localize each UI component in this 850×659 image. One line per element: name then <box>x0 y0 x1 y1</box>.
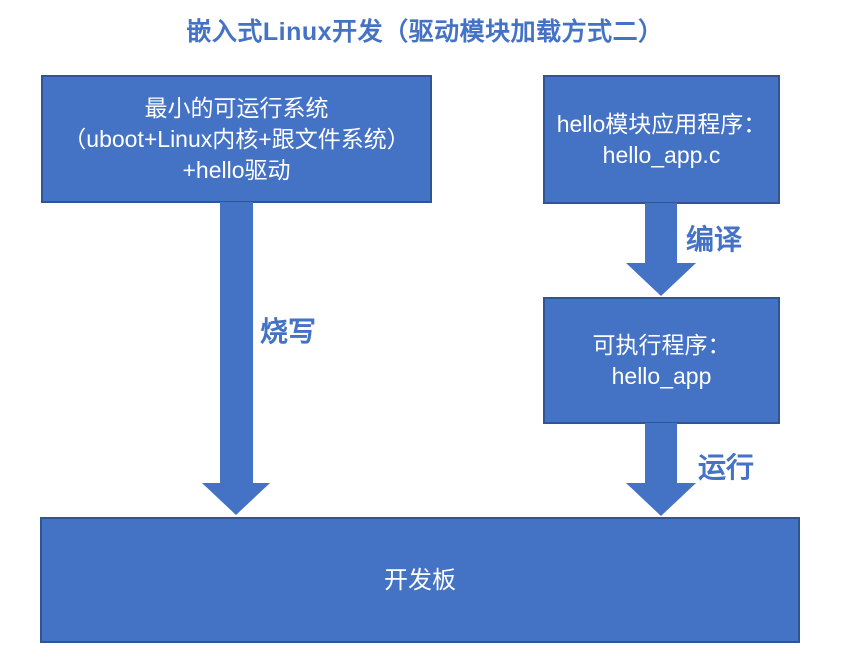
box-minimal-system-line-2: （uboot+Linux内核+跟文件系统） <box>63 125 410 152</box>
box-executable-line-2: hello_app <box>611 362 712 389</box>
box-minimal-system: 最小的可运行系统 （uboot+Linux内核+跟文件系统） +hello驱动 <box>41 75 432 203</box>
box-minimal-system-line-1: 最小的可运行系统 <box>144 94 329 121</box>
box-minimal-system-line-3: +hello驱动 <box>182 156 291 183</box>
box-hello-app-source: hello模块应用程序： hello_app.c <box>543 75 780 204</box>
burn-down-arrow-icon <box>220 202 253 483</box>
burn-down-arrow-head-icon <box>202 483 270 515</box>
run-down-arrow-icon <box>645 423 677 483</box>
box-executable-line-1: 可执行程序： <box>592 331 731 358</box>
run-down-arrow-head-icon <box>626 483 696 516</box>
burn-arrow-label: 烧写 <box>260 316 317 347</box>
compile-down-arrow-head-icon <box>626 263 696 296</box>
box-dev-board-label: 开发板 <box>384 566 456 594</box>
box-dev-board: 开发板 <box>40 517 800 643</box>
box-executable: 可执行程序： hello_app <box>543 297 780 424</box>
compile-arrow-label: 编译 <box>686 224 743 255</box>
compile-down-arrow-icon <box>645 203 677 263</box>
box-hello-app-source-line-2: hello_app.c <box>602 141 721 168</box>
box-hello-app-source-line-1: hello模块应用程序： <box>556 110 767 137</box>
run-arrow-label: 运行 <box>698 452 755 483</box>
diagram-title: 嵌入式Linux开发（驱动模块加载方式二） <box>186 18 664 46</box>
